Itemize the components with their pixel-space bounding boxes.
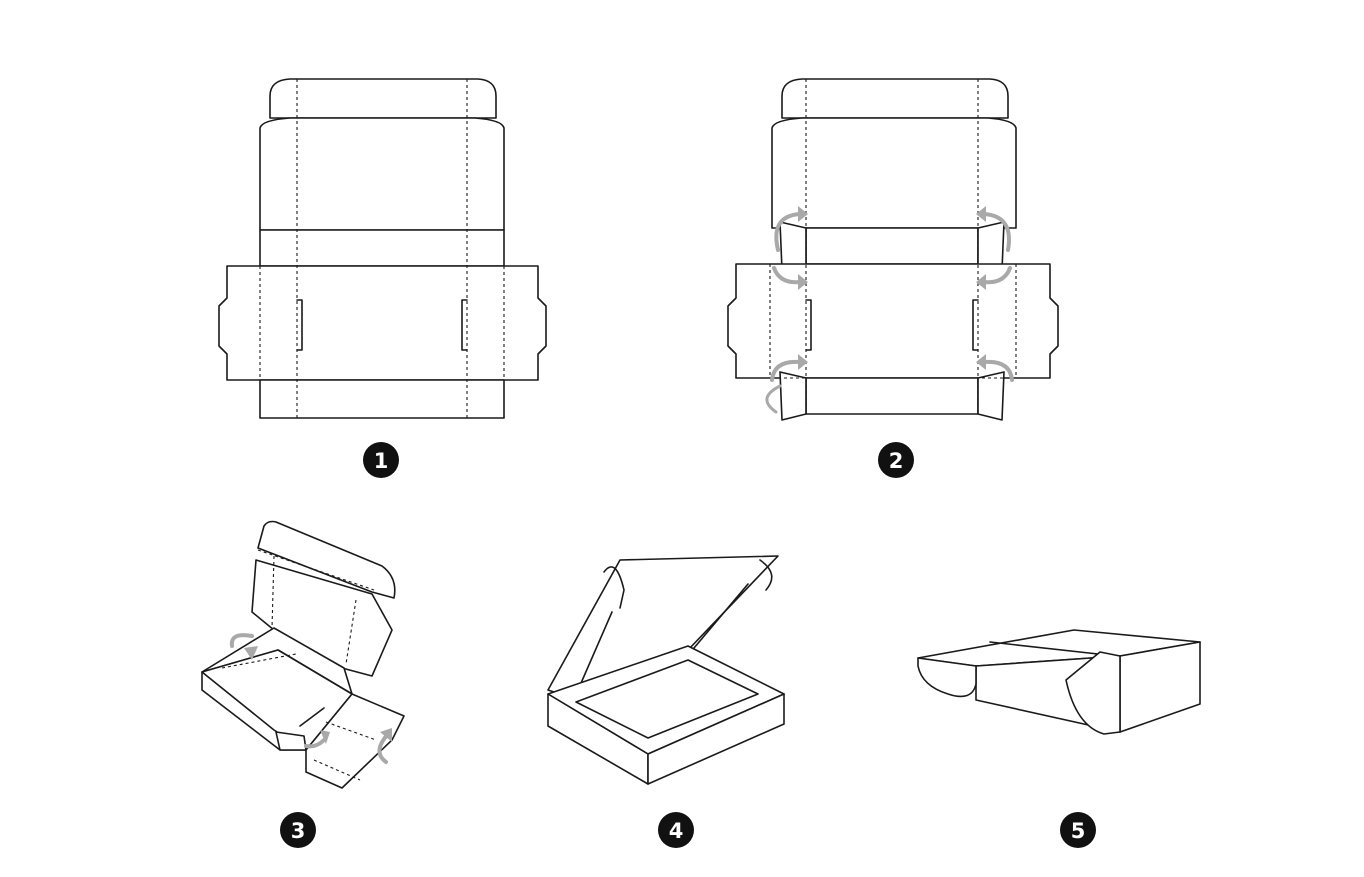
right-slot: [972, 299, 979, 351]
step-1-flat-net: [218, 78, 547, 419]
fold-arrow-icon: [765, 206, 1014, 414]
left-slot: [296, 299, 303, 351]
top-tuck-flap: [269, 78, 497, 119]
tray-side-wall: [647, 693, 785, 785]
top-tuck-flap: [781, 78, 1009, 119]
corner-flap-front-left: [779, 371, 807, 421]
lid-panel: [251, 559, 393, 677]
left-tuck-flap: [917, 657, 977, 698]
base-panel: [218, 265, 547, 381]
top-tuck-flap: [257, 520, 396, 599]
step-badge-3: 3: [280, 812, 316, 848]
corner-flap-front-right: [977, 371, 1005, 421]
corner-flap-back-left: [779, 221, 807, 271]
step-4-open-box: [547, 555, 785, 785]
back-panel: [805, 227, 979, 265]
step-5-closed-box: [917, 629, 1201, 735]
base-panel: [727, 263, 1059, 379]
right-tuck-flap: [1065, 651, 1121, 735]
front-panel: [259, 379, 505, 419]
step-2-net-with-arrows: [727, 78, 1059, 421]
step-badge-1: 1: [363, 442, 399, 478]
front-panel: [805, 377, 979, 415]
step-badge-4: 4: [658, 812, 694, 848]
step-number: 3: [291, 819, 306, 843]
step-number: 2: [889, 449, 904, 473]
step-badge-5: 5: [1060, 812, 1096, 848]
left-slot: [805, 299, 812, 351]
step-badge-2: 2: [878, 442, 914, 478]
step-3-partially-folded: [201, 520, 405, 789]
corner-flap-back-right: [977, 221, 1005, 271]
step-number: 5: [1071, 819, 1086, 843]
step-number: 1: [374, 449, 389, 473]
step-number: 4: [669, 819, 684, 843]
box-side-face: [1119, 641, 1201, 733]
corner-tab: [275, 731, 307, 751]
right-slot: [461, 299, 468, 351]
fold-arrow-icon: [229, 633, 392, 764]
back-panel: [259, 229, 505, 267]
